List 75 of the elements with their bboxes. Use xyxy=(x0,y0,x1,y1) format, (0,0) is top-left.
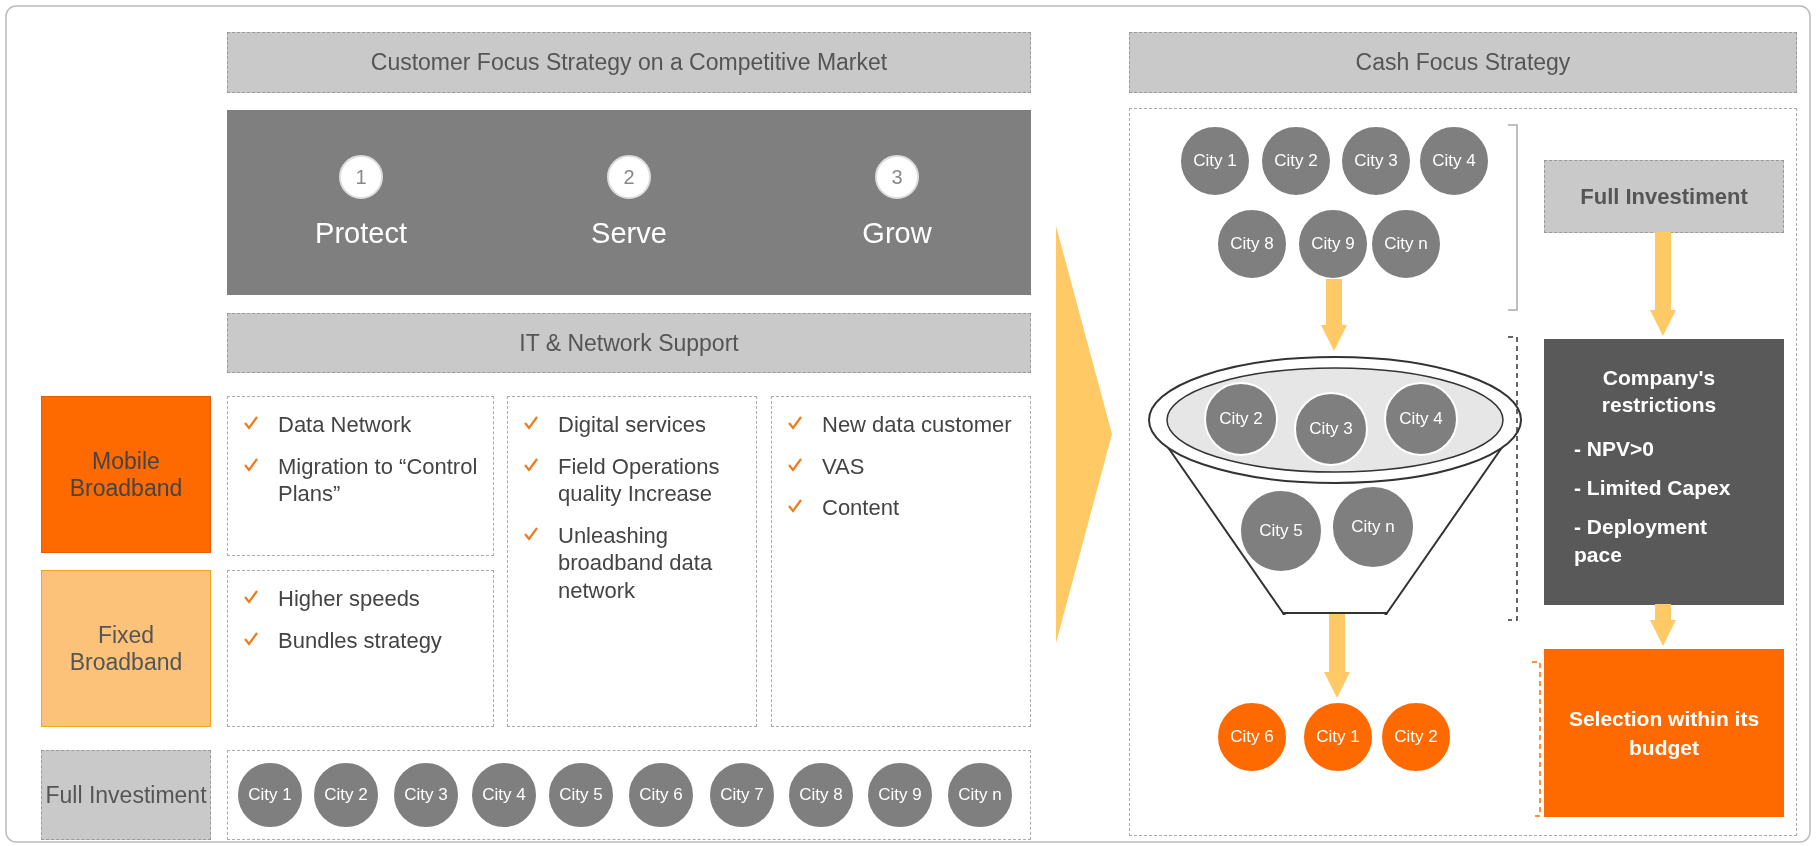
label-text: City 2 xyxy=(1219,409,1263,429)
investment-box xyxy=(1544,160,1784,233)
label-text: City 6 xyxy=(1230,727,1274,747)
heading-bar xyxy=(227,313,1031,373)
checklist-item: Migration to “Control Plans” xyxy=(278,452,479,508)
checklist-box xyxy=(771,396,1031,727)
label-text: City 8 xyxy=(799,785,843,805)
dashed-container xyxy=(1129,108,1797,836)
chevron-arrow xyxy=(1056,226,1112,643)
checklist-item: Digital services xyxy=(558,411,706,439)
label-text: Full Investiment xyxy=(45,781,207,809)
label-text: City 4 xyxy=(1399,409,1443,429)
restriction-item: - Limited Capex xyxy=(1574,475,1732,501)
label-text: City 9 xyxy=(1311,234,1355,254)
step-number: 1 xyxy=(339,155,383,199)
selection-box xyxy=(1544,649,1784,817)
restriction-item: - Deployment pace xyxy=(1574,514,1708,568)
restriction-item: - NPV>0 xyxy=(1574,435,1655,462)
label-text: City 2 xyxy=(1394,727,1438,747)
label-text: City 7 xyxy=(720,785,764,805)
label-text: City 8 xyxy=(1230,234,1274,254)
checklist-item: Higher speeds xyxy=(278,585,420,613)
label-text: City 4 xyxy=(482,785,526,805)
label-text: City 2 xyxy=(1274,151,1318,171)
dashed-container xyxy=(227,750,1031,840)
block-arrow xyxy=(1650,604,1676,646)
label-text: Mobile Broadband xyxy=(68,447,184,502)
checklist-item: Data Network xyxy=(278,411,412,439)
label-text: City 1 xyxy=(248,785,292,805)
label-text: City n xyxy=(1351,517,1395,537)
checklist-box xyxy=(227,396,494,556)
checklist-item: VAS xyxy=(822,452,865,480)
label-text: City 4 xyxy=(1432,151,1476,171)
label-text: Serve xyxy=(591,217,667,250)
block-arrow xyxy=(1324,614,1350,698)
label-text: City 3 xyxy=(1309,419,1353,439)
puzzle-piece xyxy=(763,110,1031,295)
label-text: Selection within its budget xyxy=(1567,705,1761,761)
label-text: Cash Focus Strategy xyxy=(1355,49,1571,76)
category-box xyxy=(41,396,211,553)
checklist-item: Bundles strategy xyxy=(278,626,442,654)
step-number: 3 xyxy=(875,155,919,199)
label-text: Protect xyxy=(315,217,407,250)
label-text: IT & Network Support xyxy=(519,329,739,357)
category-box xyxy=(41,570,211,727)
label-text: City n xyxy=(958,785,1002,805)
label-text: City 2 xyxy=(324,785,368,805)
checklist-box xyxy=(507,396,757,727)
checklist-item: Content xyxy=(822,494,900,522)
label-text: City 5 xyxy=(1259,521,1303,541)
label-text: Fixed Broadband xyxy=(68,621,184,676)
checklist-box xyxy=(227,570,494,727)
box-heading: Company's restrictions xyxy=(1600,365,1718,419)
label-text: Grow xyxy=(862,217,932,250)
label-text: Full Investiment xyxy=(1580,183,1748,210)
label-text: City 1 xyxy=(1193,151,1237,171)
block-arrow xyxy=(1321,279,1347,351)
heading-bar xyxy=(227,32,1031,93)
label-text: City 9 xyxy=(878,785,922,805)
label-text: City 1 xyxy=(1316,727,1360,747)
investment-box xyxy=(41,750,211,840)
label-text: City 6 xyxy=(639,785,683,805)
checklist-item: New data customer xyxy=(822,411,1012,439)
label-text: City 5 xyxy=(559,785,603,805)
checklist-item: Field Operations quality Increase xyxy=(558,452,721,508)
heading-bar xyxy=(1129,32,1797,93)
label-text: City 3 xyxy=(404,785,448,805)
label-text: City n xyxy=(1384,234,1428,254)
puzzle-piece xyxy=(227,110,495,295)
label-text: City 3 xyxy=(1354,151,1398,171)
checklist-item: Unleashing broadband data network xyxy=(558,521,714,604)
block-arrow xyxy=(1650,232,1676,336)
restrictions-box xyxy=(1544,339,1784,605)
label-text: Customer Focus Strategy on a Competitive Market xyxy=(370,49,888,76)
step-number: 2 xyxy=(607,155,651,199)
